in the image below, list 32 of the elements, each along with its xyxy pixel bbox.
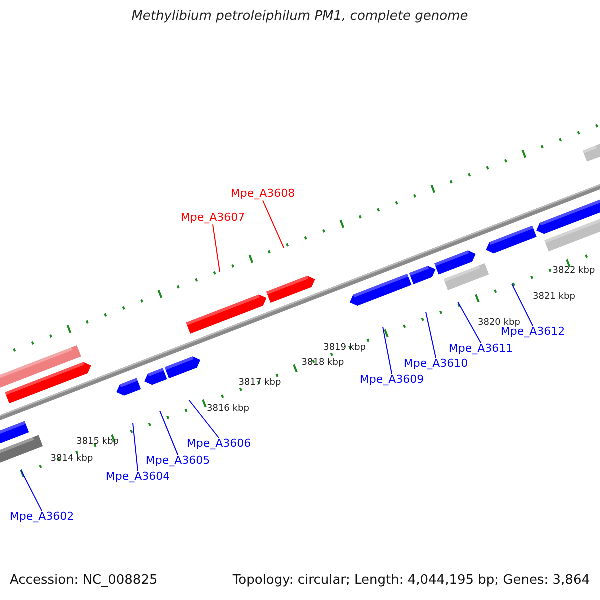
leader-line bbox=[262, 200, 284, 248]
gene-label: Mpe_A3605 bbox=[146, 455, 210, 468]
gene-label: Mpe_A3606 bbox=[186, 438, 252, 451]
leader-line bbox=[382, 326, 392, 374]
gene-label: Mpe_A3610 bbox=[404, 358, 468, 371]
leader-line bbox=[20, 470, 42, 512]
gene-label: Mpe_A3604 bbox=[106, 471, 170, 484]
scale-label: 3820 kbp bbox=[478, 318, 520, 328]
leader-line bbox=[132, 422, 138, 472]
gene-label: Mpe_A3608 bbox=[230, 188, 296, 201]
scale-label: 3822 kbp bbox=[552, 266, 596, 276]
scale-label: 3815 kbp bbox=[76, 437, 119, 448]
leader-line bbox=[458, 302, 482, 344]
leader-line bbox=[512, 284, 534, 326]
scale-label: 3816 kbp bbox=[207, 404, 250, 414]
genome-info-text: Topology: circular; Length: 4,044,195 bp; Genes: 3,864 bbox=[232, 574, 590, 589]
gene-label: Mpe_A3612 bbox=[500, 326, 566, 339]
accession-text: Accession: NC_008825 bbox=[10, 574, 158, 589]
scale-label: 3821 kbp bbox=[533, 292, 576, 302]
scale-label: 3818 kbp bbox=[302, 358, 344, 368]
gene-label: Mpe_A3611 bbox=[448, 343, 514, 356]
leader-line bbox=[160, 410, 178, 456]
scale-label: 3819 kbp bbox=[324, 343, 366, 354]
gene-label: Mpe_A3607 bbox=[180, 212, 246, 225]
gene-label: Mpe_A3609 bbox=[360, 374, 424, 387]
scale-label: 3814 kbp bbox=[50, 454, 94, 464]
leader-line bbox=[212, 224, 220, 272]
leader-line bbox=[426, 312, 436, 358]
leader-line bbox=[188, 400, 220, 438]
gene-label: Mpe_A3602 bbox=[10, 511, 74, 524]
map-title: Methylibium petroleiphilum PM1, complete genome bbox=[132, 10, 468, 25]
scale-label: 3817 kbp bbox=[238, 378, 282, 388]
